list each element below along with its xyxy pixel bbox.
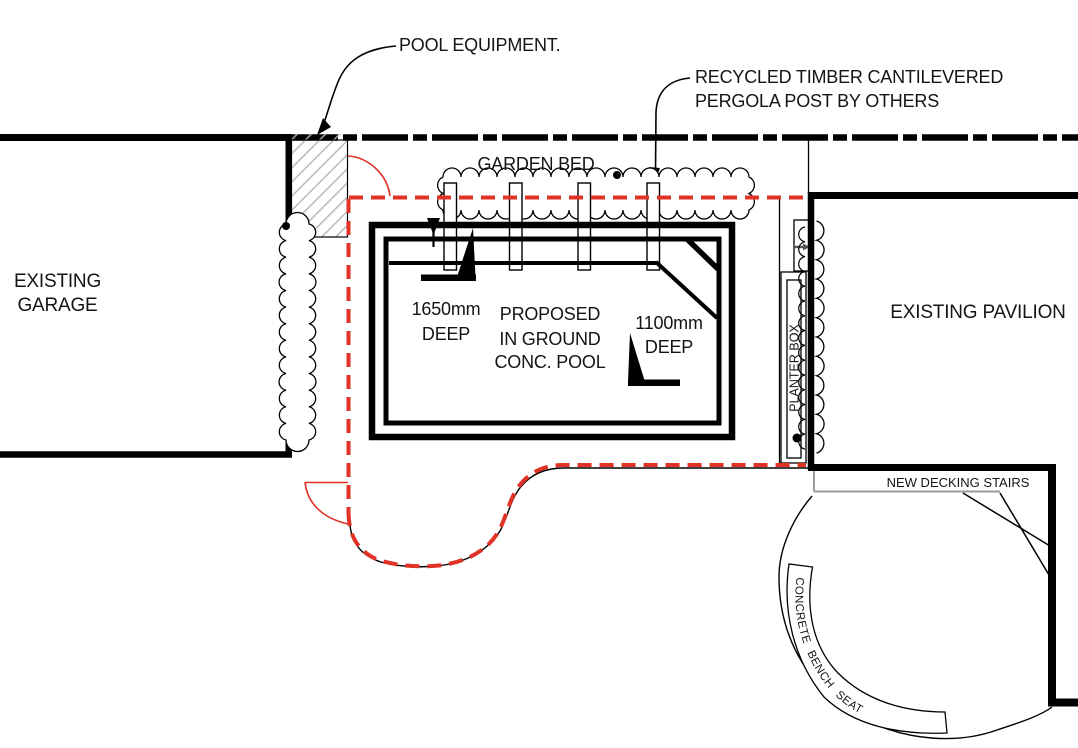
stair-diagonal-1 [962,492,1051,547]
bench-seat-band [786,563,948,734]
pool-name-line3: CONC. POOL [494,352,605,372]
planter-column: PLANTER BOX [778,197,825,466]
proposed-pool: 1650mm DEEP PROPOSED IN GROUND CONC. POO… [368,218,736,441]
garden-bed: GARDEN BED [437,154,755,220]
depth-marker-right-icon [628,333,645,382]
garden-bed-label: GARDEN BED [477,154,594,174]
pool-equipment-outline [290,139,349,238]
fence-south-curved-run [346,463,806,569]
pergola-note-line1: RECYCLED TIMBER CANTILEVERED [695,67,1003,87]
planter-divider-arrow-icon [803,243,810,251]
pool-equipment-leader-arrowhead-icon [317,118,331,135]
stair-diagonal-2 [999,492,1053,581]
pool-coping-outline [368,221,736,441]
pool-name-line1: PROPOSED [500,304,601,324]
pool-corner-step-line [654,260,719,320]
garden-bed-cloud [437,167,755,220]
new-decking-stairs-label: NEW DECKING STAIRS [887,475,1030,490]
depth-left-value: 1650mm [412,299,481,319]
pool-equipment-leader [322,45,397,127]
pool-corner-chamfer [685,237,720,271]
pool-wall-outline [383,236,722,426]
pergola-post-leader [654,77,691,173]
depth-right-word: DEEP [645,337,693,357]
depth-left-word: DEEP [422,324,470,344]
pavilion-label: EXISTING PAVILION [890,302,1065,323]
garage-label-line1: EXISTING [14,271,101,292]
garage-garden-marker-dot [282,222,290,230]
pergola-note-line2: PERGOLA POST BY OTHERS [695,91,939,111]
depth-marker-left-bar [421,274,476,281]
garage-label-line2: GARAGE [17,295,97,316]
pergola-post-callout: RECYCLED TIMBER CANTILEVERED PERGOLA POS… [649,67,1004,184]
pool-equipment-callout: POOL EQUIPMENT. [317,35,561,135]
planter-box-label: PLANTER BOX [788,324,802,412]
pool-name-line2: IN GROUND [499,329,600,349]
fence-gate-north-swing-arc [347,155,391,197]
new-decking-stairs: NEW DECKING STAIRS [813,471,1053,581]
concrete-bench-seat: CONCRETE BENCH SEAT [778,495,1053,740]
planter-plants-inner-scallop [798,226,806,450]
existing-pavilion: EXISTING PAVILION [807,140,1078,707]
depth-right-value: 1100mm [635,313,703,333]
stair-gray-lines [813,471,1000,493]
pool-equipment-label: POOL EQUIPMENT. [399,35,560,55]
planter-marker-dot [792,433,802,443]
planter-plants-outer-scallop [813,220,825,454]
planter-box-inner [786,279,802,459]
paving-edge-arc [778,495,1053,740]
garden-bed-marker-dot [613,171,621,179]
garage-garden-cloud [278,211,317,453]
pool-safety-fence [304,155,806,569]
deck-edge-curve [349,467,808,568]
existing-garage: EXISTING GARAGE [0,134,292,458]
fence-gate-south-swing-arc [304,481,349,525]
depth-marker-right-bar [628,379,680,386]
depth-marker-left-icon [457,228,476,277]
garage-side-garden-bed [278,211,317,453]
planter-box-outer [780,271,807,464]
pool-inlet-arrow-icon [427,218,440,235]
